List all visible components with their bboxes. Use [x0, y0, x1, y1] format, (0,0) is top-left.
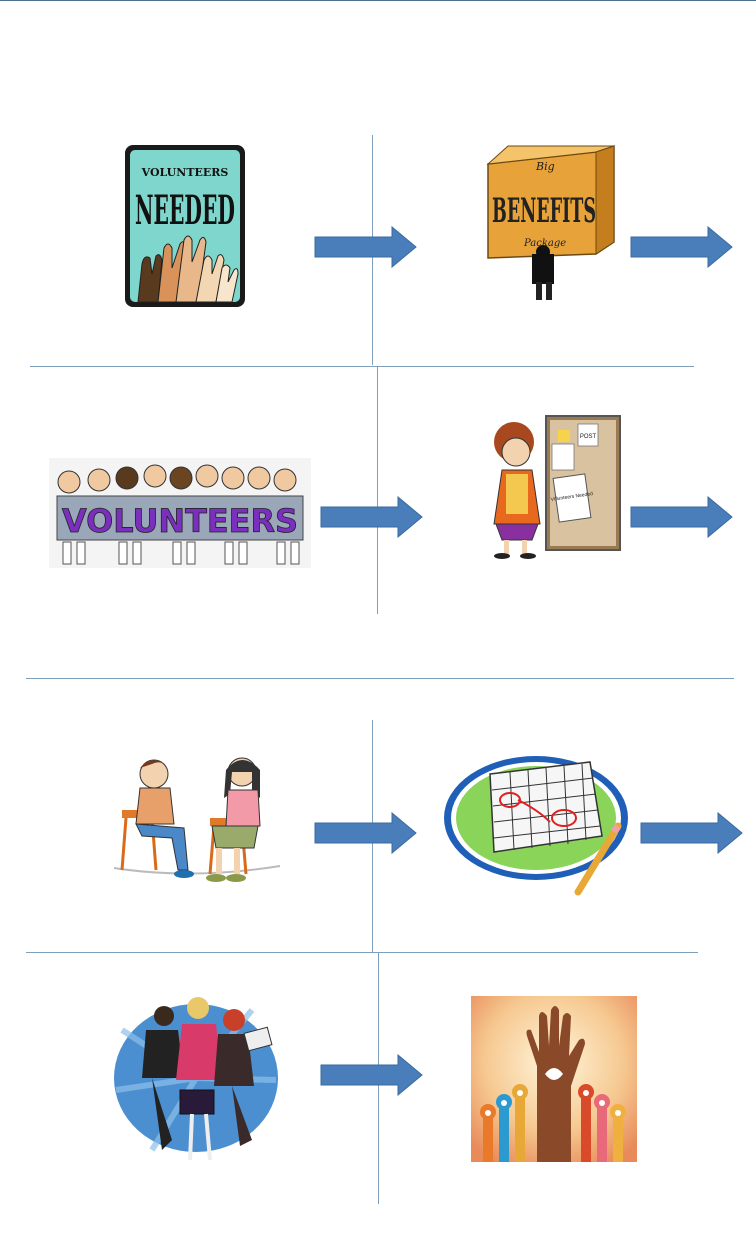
step-2-text-line-2: BENEFITS [492, 191, 596, 231]
arrow-step-6-to-7 [640, 812, 744, 854]
divider-horizontal-3 [26, 952, 698, 953]
arrow-step-5-to-6 [314, 812, 418, 854]
step-1-text-line-1: VOLUNTEERS [141, 166, 229, 179]
arrow-step-1-to-2 [314, 226, 418, 268]
bulletin-board-icon [494, 416, 620, 559]
step-calendar [442, 740, 632, 896]
top-rule [0, 0, 756, 1]
step-helping-hands [471, 996, 637, 1162]
divider-vertical-2 [377, 366, 378, 614]
divider-horizontal-1 [30, 366, 694, 367]
arrow-step-2-to-3 [630, 226, 734, 268]
busy-women-icon [114, 997, 278, 1160]
step-volunteers-group: VOLUNTEERS [49, 458, 311, 568]
step-1-text-line-2: NEEDED [135, 187, 235, 234]
divider-horizontal-2 [26, 678, 734, 679]
calendar-icon [444, 756, 628, 892]
step-bulletin-board: POST Volunteers Needed [482, 414, 622, 560]
step-4-text-line-1: POST [580, 434, 597, 440]
step-interview [112, 750, 284, 900]
step-2-text-line-1: Big [535, 160, 555, 173]
step-3-text-line-1: VOLUNTEERS [62, 502, 298, 540]
arrow-step-3-to-4 [320, 496, 424, 538]
step-volunteers-needed: VOLUNTEERS NEEDED [124, 144, 246, 308]
step-benefits-package: Big BENEFITS Package [484, 142, 618, 304]
arrow-step-7-to-8 [320, 1054, 424, 1096]
step-2-text-line-3: Package [523, 238, 566, 249]
arrow-step-4-to-5 [630, 496, 734, 538]
step-busy-workers [112, 990, 282, 1166]
